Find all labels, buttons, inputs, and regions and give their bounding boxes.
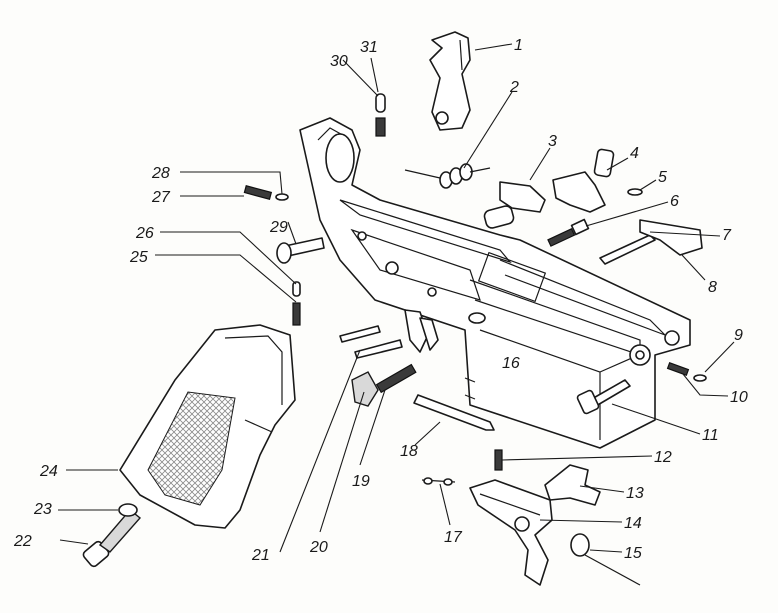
hammer-part [429,31,471,131]
hammer-spring-part [404,163,491,189]
detent-part [627,188,643,196]
disconnector-part [544,464,601,506]
screw-part [494,449,503,471]
callout-24: 24 [39,463,58,480]
callout-12: 12 [654,449,672,466]
washer-part [118,503,138,517]
callout-6: 6 [670,193,679,210]
callout-2: 2 [509,79,519,96]
callout-26: 26 [135,225,154,242]
pivot-pin-part [576,379,631,415]
callout-21: 21 [251,547,270,564]
leader-lines [58,43,735,553]
lower-receiver-part [299,117,691,449]
callout-14: 14 [624,515,642,532]
trigger-guard-part [413,394,495,431]
callout-16: 16 [502,355,520,372]
callout-29: 29 [269,219,288,236]
callout-30: 30 [330,53,348,70]
callout-4: 4 [630,145,639,162]
bolt-catch-pin-part [276,237,325,264]
selector-part [552,148,615,213]
callout-27: 27 [151,189,171,206]
callout-22: 22 [13,533,32,550]
callout-11: 11 [702,427,719,444]
callout-labels: 1 2 3 4 5 6 7 8 9 10 11 12 13 14 15 16 1… [13,37,748,564]
trigger-guard-pin-part [421,477,456,486]
callout-18: 18 [400,443,418,460]
callout-7: 7 [722,227,732,244]
trigger-pin-part [570,533,641,586]
pistol-grip-part [119,324,296,529]
bolt-catch-spring-part [243,185,289,201]
callout-1: 1 [514,37,523,54]
callout-17: 17 [444,529,463,546]
pivot-detent-part [693,374,707,382]
trigger-pins-part [339,325,403,359]
safety-detent-part [292,281,301,326]
callout-15: 15 [624,545,642,562]
callout-20: 20 [309,539,328,556]
takedown-lever-part [599,219,703,265]
callout-10: 10 [730,389,748,406]
callout-9: 9 [734,327,743,344]
callout-19: 19 [352,473,370,490]
callout-23: 23 [33,501,52,518]
callout-8: 8 [708,279,717,296]
callout-31: 31 [360,39,378,56]
callout-13: 13 [626,485,644,502]
buffer-spring-part [375,363,417,394]
trigger-part [469,479,553,586]
magazine-catch-part [351,371,379,407]
bolt-catch-part [483,181,546,229]
callout-28: 28 [151,165,170,182]
callout-5: 5 [658,169,667,186]
grip-screw-part [82,509,142,568]
pivot-spring-part [666,361,690,377]
detent-spring-part [547,218,590,247]
callout-25: 25 [129,249,148,266]
buffer-retainer-part [375,93,386,137]
callout-3: 3 [548,133,557,150]
